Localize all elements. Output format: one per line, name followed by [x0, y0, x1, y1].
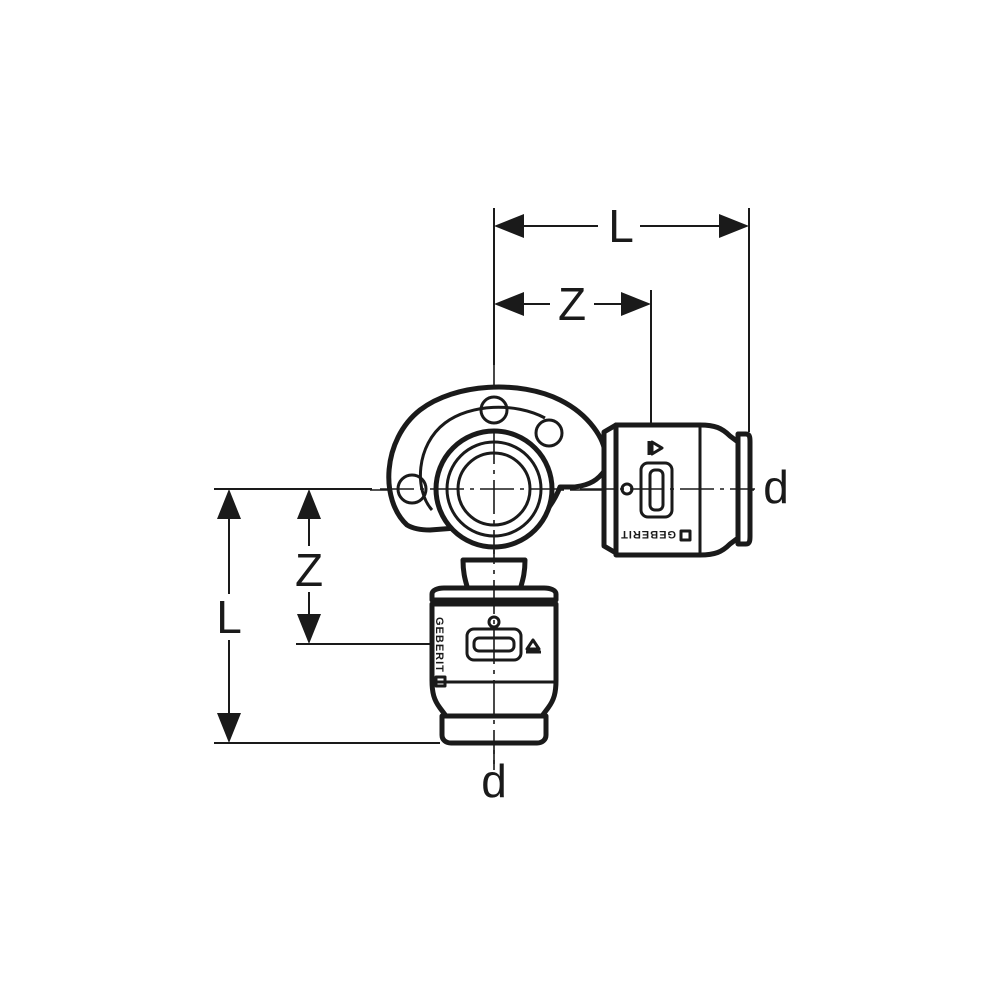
- dimension-top-L-label: L: [608, 200, 634, 252]
- mounting-hole-right: [534, 418, 564, 448]
- dimension-top-L: L: [494, 200, 749, 252]
- right-connector: GEBERIT: [601, 422, 753, 558]
- dimension-left-L-label: L: [216, 591, 242, 643]
- right-connector-release-icon: [647, 440, 664, 456]
- bottom-connector-brand: GEBERIT: [433, 617, 447, 688]
- dimension-top-Z: Z: [494, 278, 651, 330]
- mounting-hole-top: [479, 395, 509, 425]
- dimension-top-Z-label: Z: [558, 278, 586, 330]
- diameter-label-bottom: d: [481, 755, 507, 807]
- dimension-left-Z: Z: [295, 489, 323, 644]
- diameter-label-right: d: [763, 461, 789, 513]
- dimension-left-L: L: [216, 489, 242, 743]
- right-connector-brand: GEBERIT: [620, 528, 692, 542]
- bottom-connector-brand-text: GEBERIT: [433, 617, 445, 673]
- bottom-connector-release-icon: [525, 638, 541, 654]
- right-connector-brand-text: GEBERIT: [620, 528, 676, 540]
- dimension-left-Z-label: Z: [295, 544, 323, 596]
